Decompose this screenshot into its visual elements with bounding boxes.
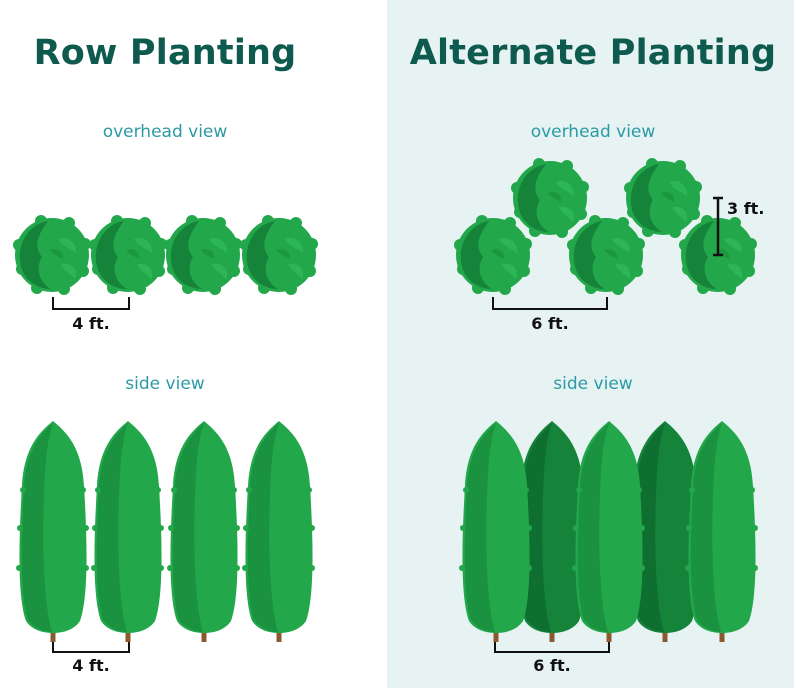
row-overhead-spacing-label: 4 ft. xyxy=(72,314,109,333)
alternate-side-view-label: side view xyxy=(553,374,633,394)
row-side-tree xyxy=(242,421,315,642)
row-overhead-spacing-bracket: 4 ft. xyxy=(52,297,130,333)
alternate-side-tree-front xyxy=(685,421,758,642)
row-overhead-shrubs xyxy=(13,215,318,295)
row-overhead-shrub xyxy=(89,215,167,295)
row-side-tree xyxy=(16,421,89,642)
row-side-trees xyxy=(16,421,315,642)
alternate-overhead-spacing-label: 6 ft. xyxy=(531,314,568,333)
alternate-side-tree-front xyxy=(572,421,645,642)
row-planting-title: Row Planting xyxy=(33,33,297,73)
row-offset-bracket: 3 ft. xyxy=(713,196,764,257)
row-side-tree xyxy=(167,421,240,642)
alternate-overhead-shrub xyxy=(454,215,532,295)
alternate-side-spacing-label: 6 ft. xyxy=(533,656,570,675)
alternate-overhead-view-label: overhead view xyxy=(530,122,656,142)
alternate-overhead-shrub xyxy=(511,158,589,238)
alternate-side-trees xyxy=(459,421,758,642)
alternate-planting-title: Alternate Planting xyxy=(409,33,777,73)
row-side-spacing-bracket: 4 ft. xyxy=(52,642,130,675)
row-overhead-shrub xyxy=(164,215,242,295)
alternate-overhead-shrub xyxy=(624,158,702,238)
row-overhead-view-label: overhead view xyxy=(102,122,228,142)
alternate-overhead-spacing-bracket: 6 ft. xyxy=(492,297,608,333)
row-side-tree xyxy=(91,421,164,642)
alternate-side-spacing-bracket: 6 ft. xyxy=(494,642,610,675)
alternate-side-tree-front xyxy=(459,421,532,642)
row-overhead-shrub xyxy=(13,215,91,295)
row-offset-label: 3 ft. xyxy=(727,199,764,218)
row-side-spacing-label: 4 ft. xyxy=(72,656,109,675)
row-side-view-label: side view xyxy=(125,374,205,394)
row-overhead-shrub xyxy=(240,215,318,295)
alternate-overhead-shrub xyxy=(567,215,645,295)
alternate-overhead-shrubs xyxy=(454,158,757,295)
